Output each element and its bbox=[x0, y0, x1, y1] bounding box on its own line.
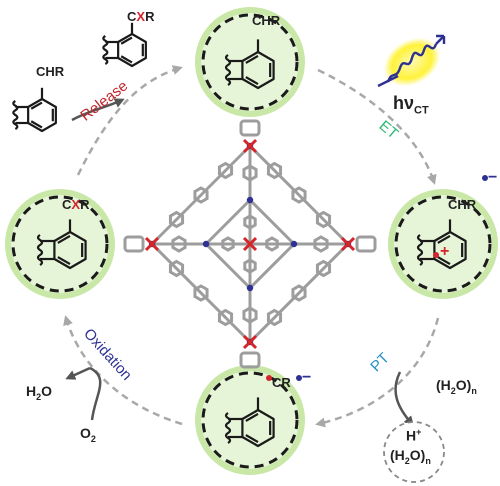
molecule-product bbox=[102, 22, 147, 68]
oxidation-side-arrowhead bbox=[65, 366, 91, 380]
water-cluster-label: (H2O)n bbox=[436, 378, 477, 396]
molecule-top bbox=[224, 39, 275, 90]
top-substituent: CHR bbox=[252, 13, 281, 28]
photon-label: hνCT bbox=[393, 94, 429, 117]
photon-sub: CT bbox=[414, 104, 429, 117]
pt-arrow bbox=[315, 317, 440, 428]
ring-top bbox=[195, 7, 305, 117]
radical-dot-right bbox=[433, 252, 439, 258]
h2o-2: 2 bbox=[36, 391, 42, 402]
product-substituent: CXR bbox=[127, 10, 154, 23]
proton-label: H+ bbox=[406, 428, 421, 443]
release-arrow bbox=[76, 65, 183, 176]
wc-h: (H bbox=[436, 377, 451, 393]
left-sub-r: R bbox=[80, 197, 90, 212]
radical-dot-bottom bbox=[266, 375, 272, 381]
et-arrow bbox=[317, 68, 437, 185]
pw-n: n bbox=[425, 455, 431, 466]
proton-plus: + bbox=[416, 427, 422, 437]
h2o-h: H bbox=[26, 383, 37, 399]
substrate-substituent: CHR bbox=[36, 64, 65, 79]
pt-side-arrow bbox=[394, 371, 414, 427]
electron-minus-bottom: − bbox=[302, 369, 312, 386]
o2-2: 2 bbox=[90, 433, 96, 444]
right-substituent: CHR bbox=[448, 197, 477, 212]
left-sub-x: X bbox=[71, 197, 81, 212]
proton-h: H bbox=[406, 427, 417, 444]
wc-n: n bbox=[471, 385, 477, 396]
bottom-substituent: CR bbox=[272, 375, 291, 390]
pw-2: 2 bbox=[404, 455, 410, 466]
ring-right bbox=[388, 189, 498, 299]
molecule-bottom bbox=[224, 397, 275, 448]
h2o-o: O bbox=[41, 383, 53, 399]
left-substituent: CXR bbox=[62, 198, 89, 211]
electron-minus-right: − bbox=[488, 169, 498, 186]
product-sub-x: X bbox=[136, 9, 146, 24]
wc-2: 2 bbox=[450, 385, 456, 396]
proton-water-label: (H2O)n bbox=[390, 448, 431, 466]
molecule-left bbox=[36, 219, 87, 270]
release-side-arrow bbox=[71, 98, 125, 122]
ring-left bbox=[5, 189, 115, 299]
photon-main: hν bbox=[393, 93, 415, 113]
wc-o: O) bbox=[455, 377, 472, 393]
proton-cluster-circle bbox=[383, 421, 445, 483]
molecule-right bbox=[416, 219, 467, 270]
oxidation-arrow bbox=[63, 315, 183, 426]
h2o-label: H2O bbox=[26, 384, 52, 402]
cation-plus-right: + bbox=[440, 243, 450, 260]
cage-structure bbox=[123, 119, 377, 369]
o2-o: O bbox=[80, 425, 91, 441]
electron-bottom bbox=[296, 375, 302, 381]
oxidation-side-arrow bbox=[89, 366, 102, 421]
o2-label: O2 bbox=[80, 426, 96, 444]
product-sub-r: R bbox=[145, 9, 155, 24]
product-sub-c: C bbox=[127, 9, 137, 24]
pw-o: O) bbox=[409, 447, 426, 463]
pw-h: (H bbox=[390, 447, 405, 463]
electron-right bbox=[482, 175, 488, 181]
photon-icon bbox=[377, 34, 446, 88]
cycle-arrows bbox=[63, 65, 440, 428]
left-sub-c: C bbox=[62, 197, 72, 212]
side-arrows bbox=[65, 98, 414, 427]
molecule-substrate bbox=[12, 87, 57, 133]
